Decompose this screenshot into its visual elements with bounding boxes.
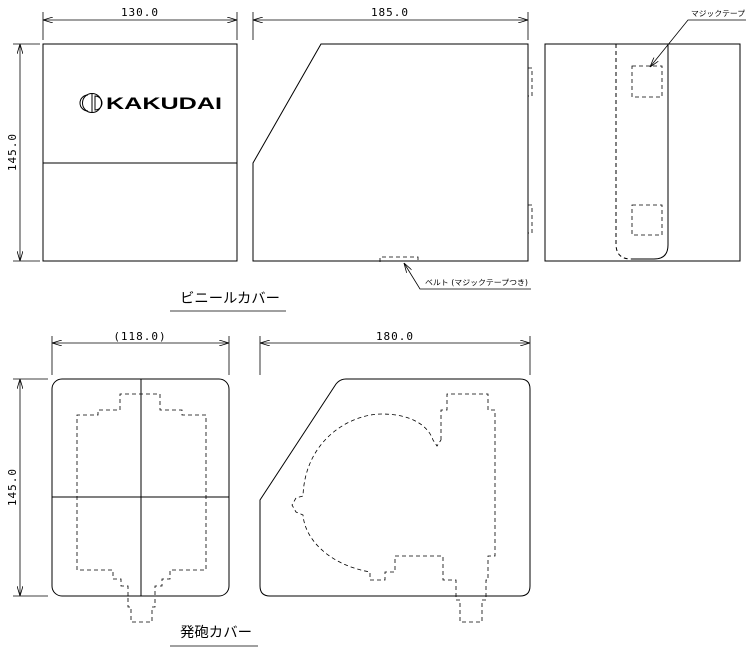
velcro-patch-upper xyxy=(631,65,663,98)
foam-cover-side-view xyxy=(259,378,531,623)
velcro-callout: マジックテープ xyxy=(650,9,746,67)
vinyl-front-width-dimension: 130.0 xyxy=(42,6,238,40)
dimension-value: 180.0 xyxy=(376,330,414,343)
kakudai-logo-text: KAKUDAI xyxy=(106,94,222,113)
foam-front-width-dimension: (118.0) xyxy=(51,330,230,375)
belt-leader-line xyxy=(404,263,531,290)
vinyl-side-length-dimension: 185.0 xyxy=(252,6,529,40)
foam-side-length-dimension: 180.0 xyxy=(259,330,531,375)
side-view-outline xyxy=(252,43,529,262)
velcro-leader-line xyxy=(650,19,746,67)
pump-body-hidden-outline xyxy=(291,393,496,623)
velcro-callout-text: マジックテープ xyxy=(691,9,746,18)
vinyl-cover-back-view xyxy=(544,43,741,262)
vinyl-cover-title: ビニールカバー xyxy=(170,291,286,312)
belt-outline xyxy=(379,256,419,262)
back-view-outline xyxy=(544,43,741,262)
foam-cover-title: 発砲カバー xyxy=(170,625,258,647)
dimension-value: 145.0 xyxy=(6,468,19,506)
vinyl-cover-front-view: KAKUDAI xyxy=(42,43,238,262)
pump-cavity-hidden-outline xyxy=(76,393,207,596)
velcro-tab-upper xyxy=(528,67,533,97)
kakudai-mark-icon xyxy=(79,93,103,113)
kakudai-logo: KAKUDAI xyxy=(79,93,222,113)
vinyl-cover-label: ビニールカバー xyxy=(180,291,280,307)
vinyl-cover-side-view xyxy=(252,43,533,262)
foam-cover-label: 発砲カバー xyxy=(180,625,252,641)
velcro-patch-lower xyxy=(631,204,663,236)
velcro-tab-lower xyxy=(528,204,533,234)
belt-right-edge xyxy=(631,44,669,260)
outlet-hidden-outline xyxy=(127,598,156,623)
foam-cover-front-view xyxy=(51,378,230,623)
vinyl-front-height-dimension: 145.0 xyxy=(6,43,40,262)
foam-front-height-dimension: 145.0 xyxy=(6,378,48,597)
dimension-value: 130.0 xyxy=(121,6,159,19)
belt-callout: ベルト (マジックテープつき) xyxy=(404,263,531,290)
front-view-outline xyxy=(42,43,238,262)
belt-left-edge-hidden xyxy=(615,44,632,260)
foam-side-outline xyxy=(259,378,531,597)
dimension-value: (118.0) xyxy=(113,330,166,343)
dimension-value: 145.0 xyxy=(6,133,19,171)
belt-callout-text: ベルト (マジックテープつき) xyxy=(425,278,528,287)
dimension-value: 185.0 xyxy=(371,6,409,19)
